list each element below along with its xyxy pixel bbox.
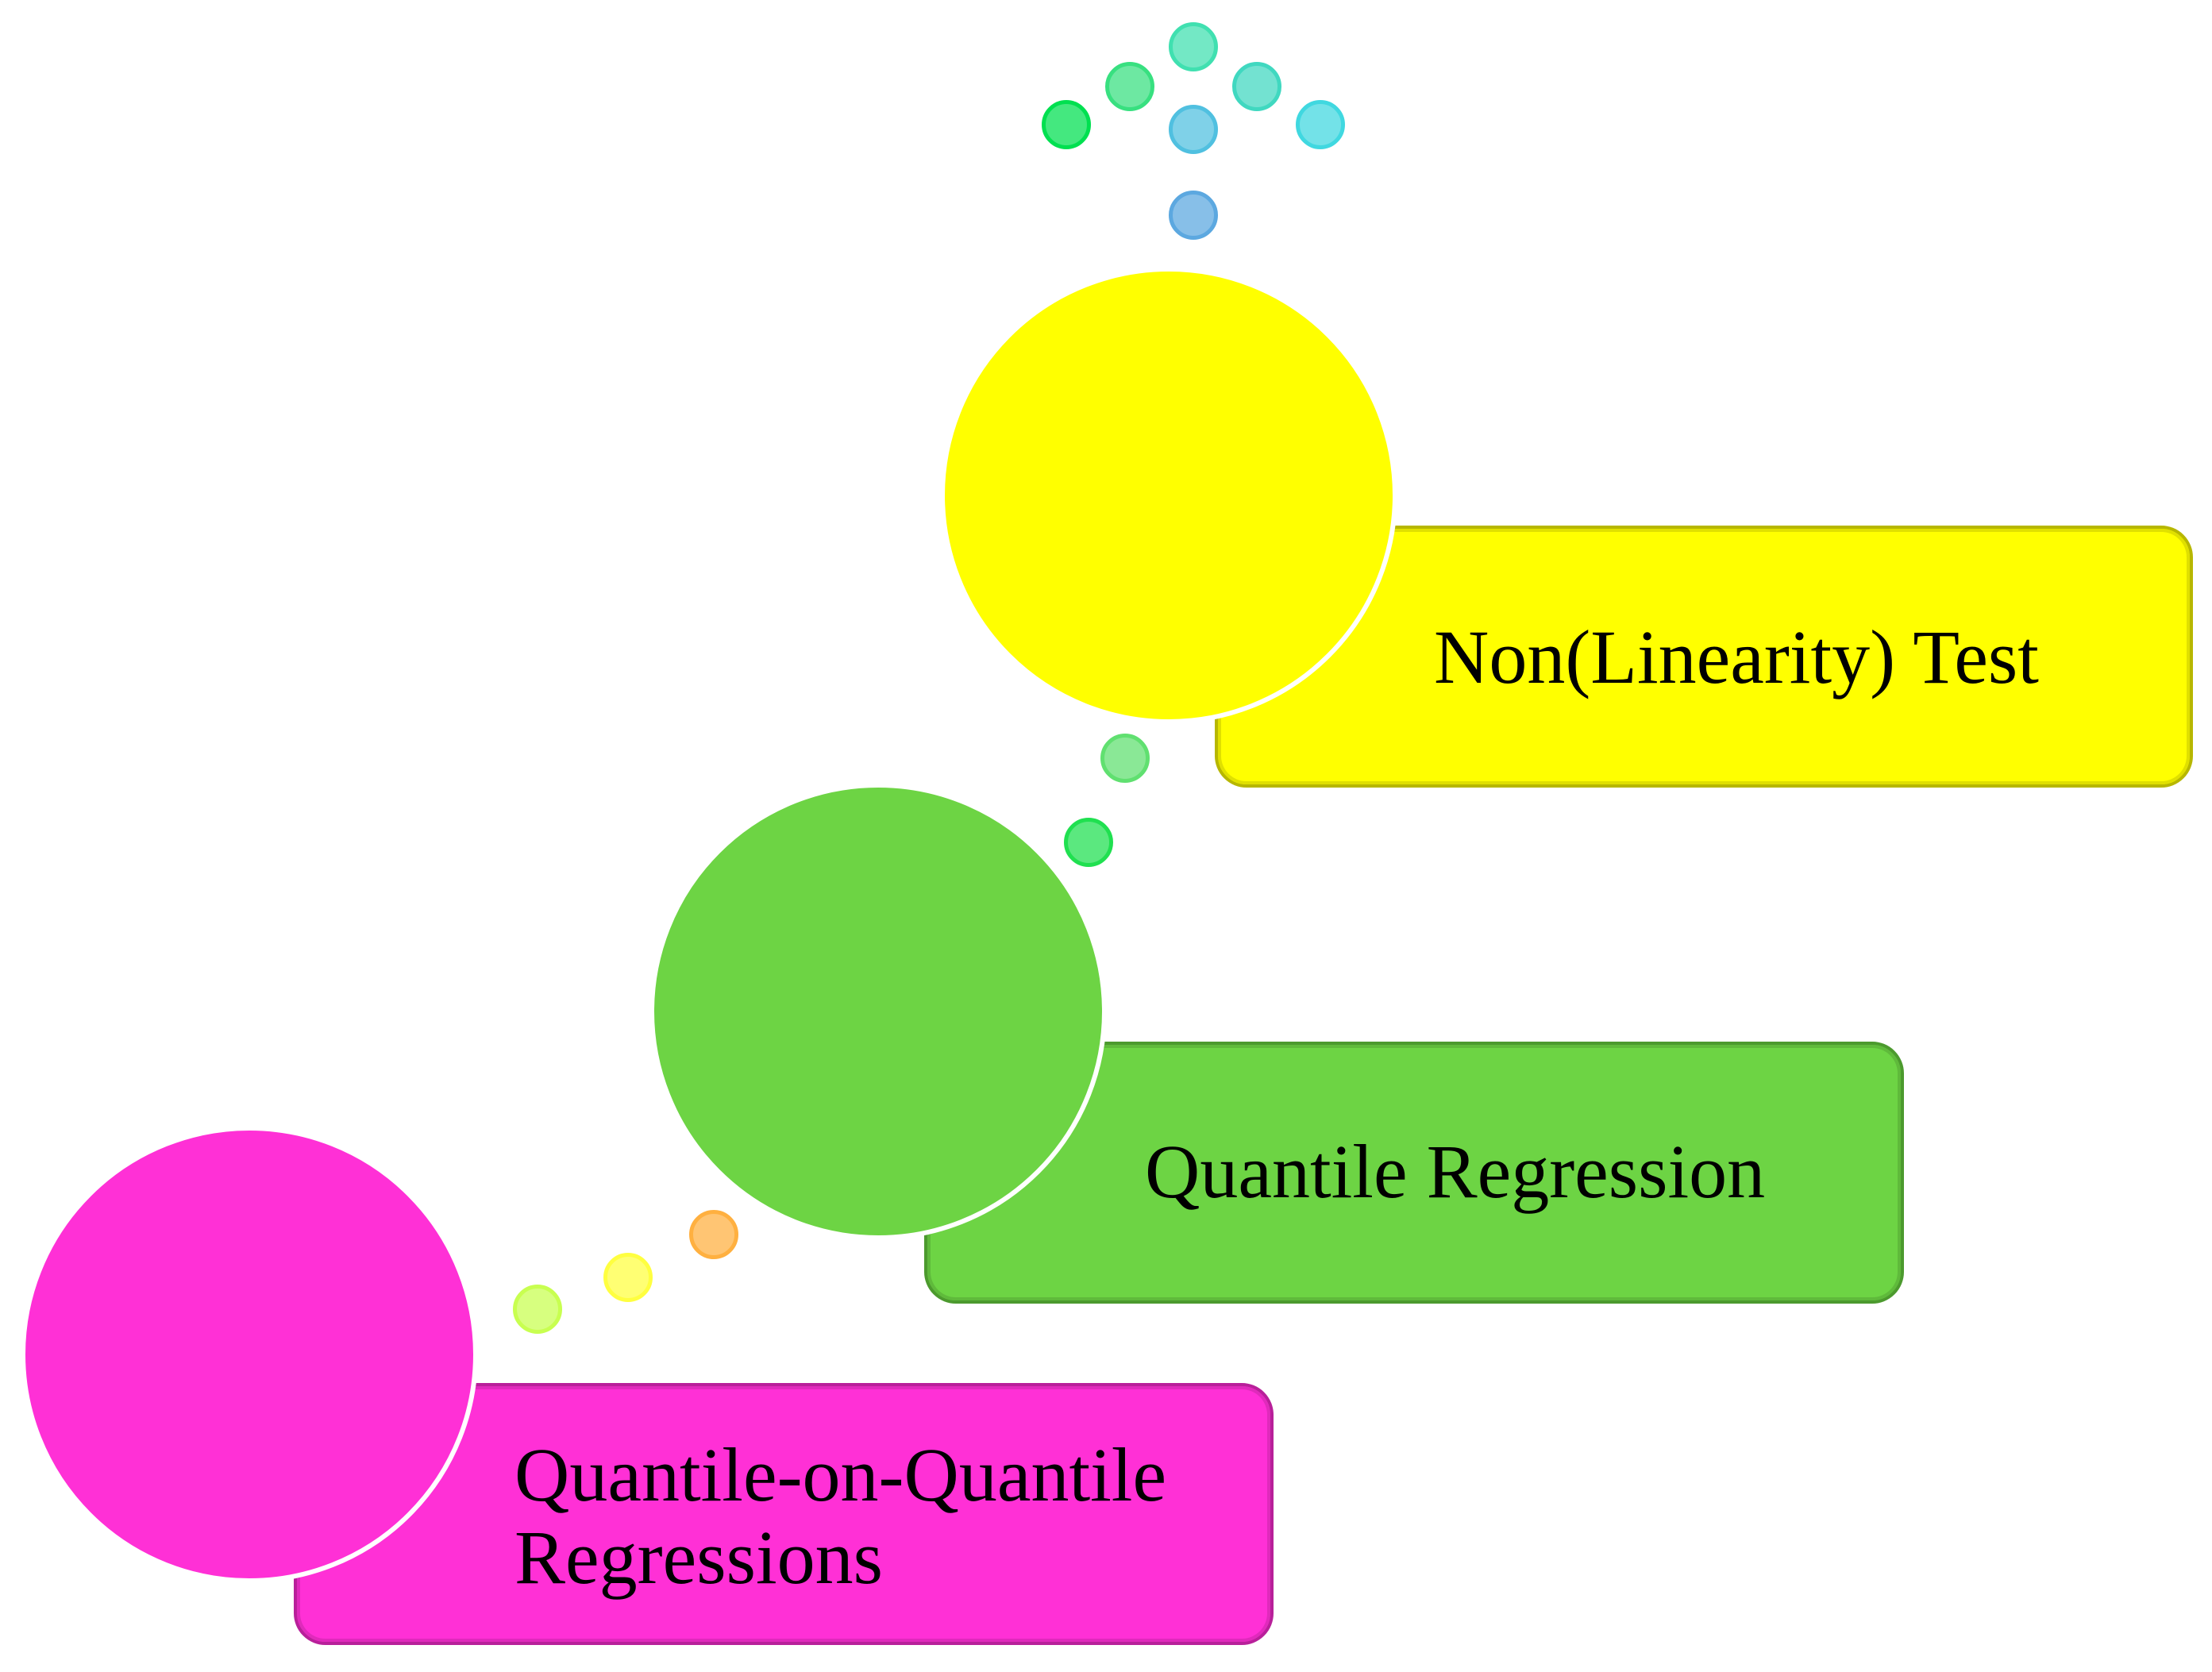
low-dot-2 xyxy=(603,1253,653,1302)
low-dot-3 xyxy=(689,1210,738,1259)
mid-dot-1 xyxy=(1100,734,1150,783)
top-dot-1 xyxy=(1042,100,1091,149)
top-dot-5 xyxy=(1296,100,1345,149)
step-circle-nonlinearity xyxy=(940,267,1397,724)
top-dot-3 xyxy=(1169,22,1218,71)
step-label-qq-line2: Regressions xyxy=(514,1515,883,1600)
step-label-nonlinearity: Non(Linearity) Test xyxy=(1434,614,2039,699)
step-circle-quantile-regression xyxy=(649,783,1107,1240)
low-dot-1 xyxy=(513,1285,562,1334)
top-dot-2 xyxy=(1105,62,1154,111)
top-dot-7 xyxy=(1169,191,1218,240)
top-dot-4 xyxy=(1232,62,1281,111)
mid-dot-2 xyxy=(1064,818,1113,867)
step-label-qq-line1: Quantile-on-Quantile xyxy=(514,1432,1167,1517)
top-dot-6 xyxy=(1169,105,1218,154)
step-circle-qq-regressions xyxy=(21,1126,478,1583)
step-label-quantile-regression: Quantile Regression xyxy=(1145,1129,1766,1214)
